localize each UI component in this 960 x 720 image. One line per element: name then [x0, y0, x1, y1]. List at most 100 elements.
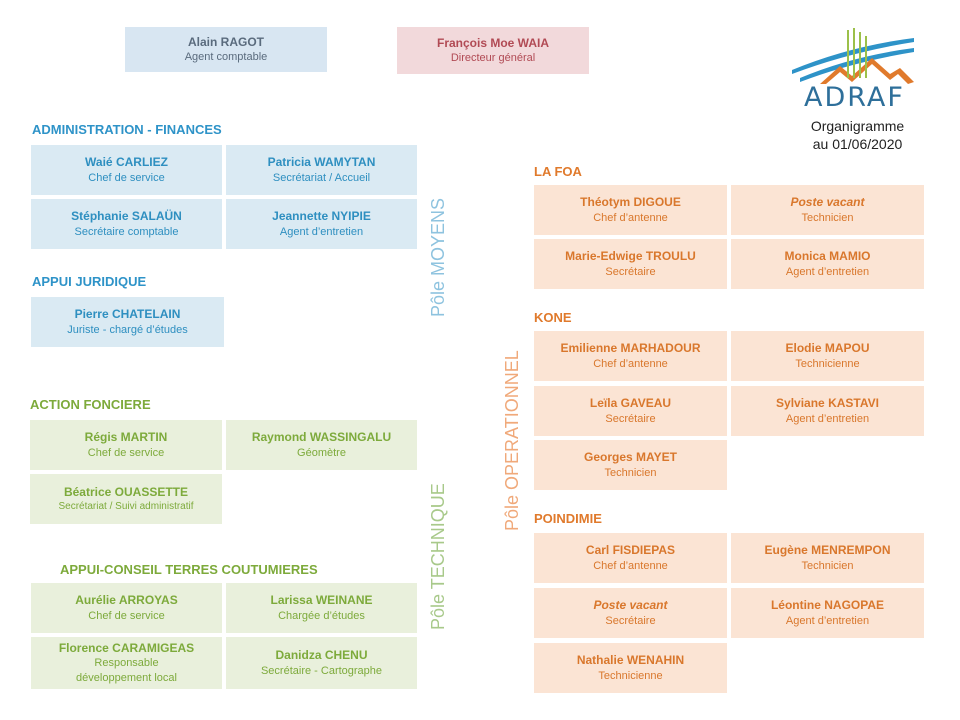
accountant-card: Alain RAGOT Agent comptable — [125, 27, 327, 72]
pole-moyens-label: Pôle MOYENS — [428, 197, 448, 317]
person-card: Théotym DIGOUE Chef d’antenne — [534, 185, 727, 235]
person-role: Secrétaire — [605, 265, 656, 278]
person-name: Théotym DIGOUE — [580, 195, 681, 210]
person-name: Emilienne MARHADOUR — [560, 341, 701, 356]
person-role: Secrétaire — [605, 412, 656, 425]
pole-operationnel-label: Pôle OPERATIONNEL — [502, 350, 522, 531]
section-lafoa-title: LA FOA — [534, 164, 582, 179]
person-role: Agent d’entretien — [785, 412, 870, 425]
person-name: Pierre CHATELAIN — [74, 307, 181, 322]
director-card: François Moe WAIA Directeur général — [397, 27, 589, 74]
person-card: Pierre CHATELAIN Juriste - chargé d’étud… — [31, 297, 224, 347]
pole-technique-label: Pôle TECHNIQUE — [428, 483, 448, 630]
person-role: Technicien — [604, 466, 657, 479]
section-kone-title: KONE — [534, 310, 572, 325]
person-card: Eugène MENREMPON Technicien — [731, 533, 924, 583]
person-card: Nathalie WENAHIN Technicienne — [534, 643, 727, 693]
person-card: Carl FISDIEPAS Chef d’antenne — [534, 533, 727, 583]
person-card: Marie-Edwige TROULU Secrétaire — [534, 239, 727, 289]
person-name: Eugène MENREMPON — [764, 543, 891, 558]
adraf-logo: ADRAF — [790, 28, 920, 113]
person-name: Léontine NAGOPAE — [770, 598, 885, 613]
section-juridique-title: APPUI JURIDIQUE — [32, 274, 147, 289]
director-name: François Moe WAIA — [436, 35, 549, 50]
person-card: Régis MARTIN Chef de service — [30, 420, 222, 470]
person-name: Carl FISDIEPAS — [585, 543, 676, 558]
person-name: Aurélie ARROYAS — [75, 593, 178, 608]
person-role: Agent d’entretien — [785, 614, 870, 627]
person-name: Danidza CHENU — [275, 648, 368, 663]
person-role: Chef de service — [88, 609, 165, 622]
section-poindimie-title: POINDIMIE — [534, 511, 602, 526]
person-name: Georges MAYET — [584, 450, 677, 465]
svg-text:ADRAF: ADRAF — [804, 82, 905, 110]
person-name: Monica MAMIO — [784, 249, 871, 264]
person-card: Béatrice OUASSETTE Secrétariat / Suivi a… — [30, 474, 222, 524]
person-name: Béatrice OUASSETTE — [63, 485, 189, 500]
person-name: Waié CARLIEZ — [85, 155, 168, 170]
person-card: Monica MAMIO Agent d’entretien — [731, 239, 924, 289]
person-role: Chef d’antenne — [593, 357, 668, 370]
person-card: Poste vacant Secrétaire — [534, 588, 727, 638]
person-role: Chef d’antenne — [593, 559, 668, 572]
accountant-role: Agent comptable — [184, 51, 268, 64]
title-line1: Organigramme — [810, 118, 905, 134]
person-name: Poste vacant — [790, 195, 865, 210]
person-name: Poste vacant — [593, 598, 668, 613]
person-role: Secrétaire — [605, 614, 656, 627]
person-card: Emilienne MARHADOUR Chef d’antenne — [534, 331, 727, 381]
person-card: Waié CARLIEZ Chef de service — [31, 145, 222, 195]
person-role: Juriste - chargé d’études — [67, 323, 188, 336]
person-role: Géomètre — [297, 446, 346, 459]
person-role: Secrétariat / Accueil — [272, 171, 371, 184]
person-card: Sylviane KASTAVI Agent d’entretien — [731, 386, 924, 436]
person-name: Elodie MAPOU — [785, 341, 870, 356]
person-card: Léontine NAGOPAE Agent d’entretien — [731, 588, 924, 638]
person-card: Georges MAYET Technicien — [534, 440, 727, 490]
person-card: Stéphanie SALAÜN Secrétaire comptable — [31, 199, 222, 249]
person-role: Chef d’antenne — [593, 211, 668, 224]
director-role: Directeur général — [450, 52, 536, 65]
section-coutumieres-title: APPUI-CONSEIL TERRES COUTUMIERES — [60, 562, 318, 577]
person-name: Stéphanie SALAÜN — [71, 209, 182, 224]
person-name: Jeannette NYIPIE — [272, 209, 371, 224]
org-chart-title: Organigramme au 01/06/2020 — [790, 118, 925, 153]
person-role: Technicien — [801, 211, 854, 224]
person-role: Technicienne — [598, 669, 663, 682]
person-role: Responsable — [94, 657, 159, 670]
person-name: Nathalie WENAHIN — [576, 653, 685, 668]
person-card: Leïla GAVEAU Secrétaire — [534, 386, 727, 436]
person-name: Sylviane KASTAVI — [776, 396, 879, 411]
title-line2: au 01/06/2020 — [812, 135, 903, 152]
person-name: Raymond WASSINGALU — [251, 430, 392, 445]
person-role: Secrétariat / Suivi administratif — [58, 501, 194, 513]
accountant-name: Alain RAGOT — [187, 34, 264, 49]
person-role: Chef de service — [88, 171, 165, 184]
person-role: Technicien — [801, 559, 854, 572]
person-name: Régis MARTIN — [84, 430, 168, 445]
person-name: Larissa WEINANE — [270, 593, 373, 608]
person-name: Patricia WAMYTAN — [267, 155, 376, 170]
section-fonciere-title: ACTION FONCIERE — [30, 397, 151, 412]
person-card: Danidza CHENU Secrétaire - Cartographe — [226, 637, 417, 689]
person-role: Secrétaire - Cartographe — [260, 664, 383, 677]
person-role: Chef de service — [87, 446, 165, 459]
person-name: Leïla GAVEAU — [589, 396, 672, 411]
person-role: Agent d’entretien — [785, 265, 870, 278]
person-card: Raymond WASSINGALU Géomètre — [226, 420, 417, 470]
person-name: Florence CARAMIGEAS — [58, 641, 195, 656]
person-card: Elodie MAPOU Technicienne — [731, 331, 924, 381]
person-role: Technicienne — [795, 357, 860, 370]
person-card: Larissa WEINANE Chargée d’études — [226, 583, 417, 633]
person-name: Marie-Edwige TROULU — [565, 249, 696, 264]
section-admin-title: ADMINISTRATION - FINANCES — [32, 122, 222, 137]
person-role-line2: développement local — [76, 672, 177, 685]
person-card: Poste vacant Technicien — [731, 185, 924, 235]
person-card: Aurélie ARROYAS Chef de service — [31, 583, 222, 633]
person-role: Secrétaire comptable — [74, 225, 179, 238]
person-card: Jeannette NYIPIE Agent d’entretien — [226, 199, 417, 249]
person-role: Agent d’entretien — [279, 225, 364, 238]
person-card: Patricia WAMYTAN Secrétariat / Accueil — [226, 145, 417, 195]
person-role: Chargée d’études — [278, 609, 365, 622]
person-card: Florence CARAMIGEAS Responsable développ… — [31, 637, 222, 689]
